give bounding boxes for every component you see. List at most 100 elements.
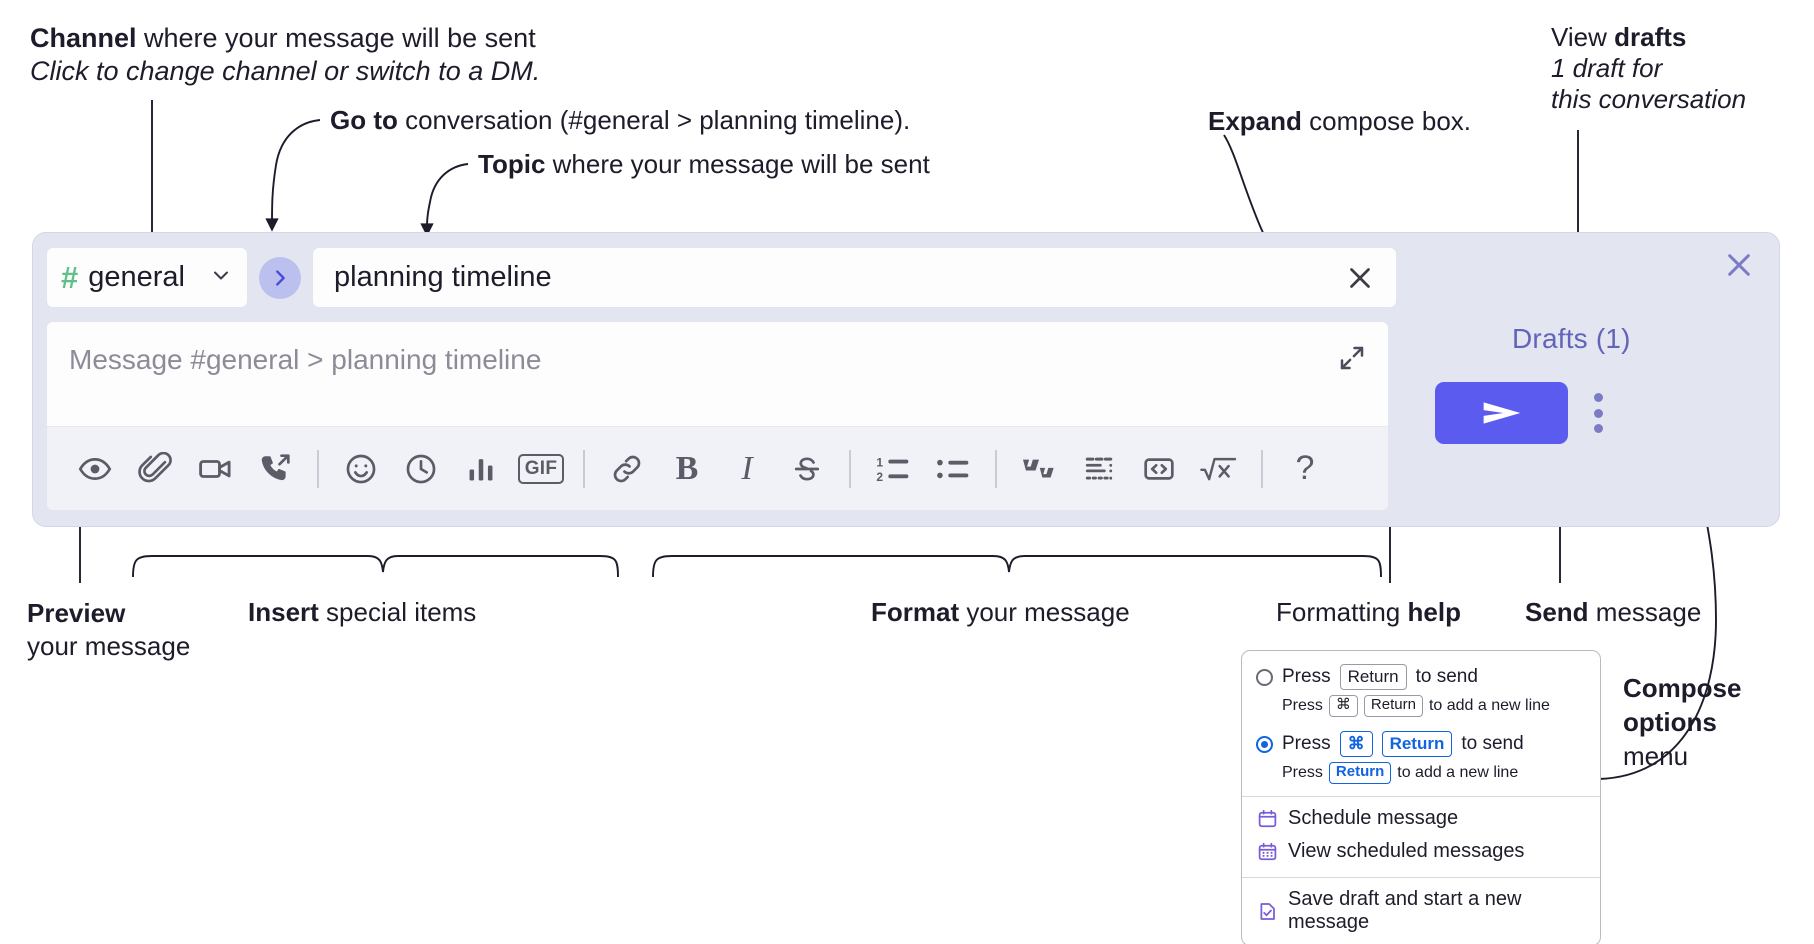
svg-text:1: 1	[876, 455, 883, 469]
inline-code-icon[interactable]	[1129, 440, 1189, 498]
toolbar-separator	[583, 449, 585, 488]
key-return: Return	[1339, 664, 1407, 691]
toolbar-separator	[849, 449, 851, 488]
annotation-channel: Channel where your message will be sent …	[30, 22, 540, 88]
compose-options-button[interactable]	[1583, 389, 1613, 437]
menu-option-return-to-send[interactable]: Press Return to send	[1242, 661, 1600, 693]
go-to-conversation-button[interactable]	[259, 256, 301, 299]
annotation-compose-bold2: options	[1623, 706, 1717, 737]
message-composer: Message #general > planning timeline	[46, 321, 1389, 511]
annotation-preview-rest: your message	[27, 630, 191, 661]
annotation-send: Send message	[1525, 597, 1701, 629]
toolbar-separator	[1261, 449, 1263, 488]
annotation-insert: Insert special items	[248, 597, 476, 629]
annotation-goto-rest: conversation (#general > planning timeli…	[397, 105, 911, 135]
key-command: ⌘	[1339, 731, 1373, 758]
annotation-help-prefix: Formatting	[1276, 597, 1408, 627]
strikethrough-icon[interactable]	[777, 440, 837, 498]
video-clip-icon[interactable]	[185, 440, 245, 498]
toolbar-separator	[995, 449, 997, 488]
compose-panel: # general planning timeline	[32, 232, 1780, 527]
attachment-icon[interactable]	[125, 440, 185, 498]
clock-icon[interactable]	[391, 440, 451, 498]
topic-input[interactable]: planning timeline	[312, 247, 1397, 308]
annotation-drafts-line1: 1 draft for	[1551, 53, 1663, 84]
bold-icon[interactable]: B	[675, 449, 699, 487]
channel-selector[interactable]: # general	[46, 247, 248, 308]
menu-item-label: Save draft and start a new message	[1288, 888, 1522, 933]
annotation-goto: Go to conversation (#general > planning …	[330, 105, 910, 137]
annotation-drafts-line2: this conversation	[1551, 84, 1747, 115]
kebab-dot	[1593, 424, 1603, 433]
save-draft-icon	[1256, 900, 1278, 922]
chevron-down-icon	[209, 263, 233, 292]
menu-option-cmd-return-subtext: Press Return to add a new line	[1242, 760, 1600, 787]
svg-text:2: 2	[876, 470, 883, 484]
annotation-drafts-bold: drafts	[1614, 22, 1687, 52]
send-button[interactable]	[1435, 382, 1568, 444]
annotation-format: Format your message	[871, 597, 1130, 629]
kebab-dot	[1593, 408, 1603, 418]
key-return: Return	[1381, 731, 1453, 758]
bulleted-list-icon[interactable]	[923, 440, 983, 498]
menu-divider	[1242, 877, 1600, 878]
poll-icon[interactable]	[451, 440, 511, 498]
menu-item-save-draft[interactable]: Save draft and start a new message	[1242, 883, 1600, 939]
annotation-compose-options: Compose options menu	[1623, 672, 1798, 773]
calendar-schedule-icon	[1256, 808, 1278, 830]
blockquote-icon[interactable]	[1009, 440, 1069, 498]
menu-divider	[1242, 796, 1600, 797]
italic-icon[interactable]: I	[741, 449, 753, 487]
option2-prefix: Press	[1282, 733, 1331, 755]
message-input[interactable]: Message #general > planning timeline	[47, 322, 1388, 426]
annotation-topic-bold: Topic	[478, 149, 546, 179]
compose-options-menu: Press Return to send Press ⌘ Return to a…	[1241, 650, 1601, 944]
calendar-list-icon	[1256, 841, 1278, 863]
annotation-insert-rest: special items	[318, 597, 477, 627]
annotation-channel-bold: Channel	[30, 23, 137, 53]
radio-unselected-icon[interactable]	[1256, 668, 1273, 686]
menu-option-return-subtext: Press ⌘ Return to add a new line	[1242, 693, 1600, 720]
gif-icon[interactable]: GIF	[511, 440, 571, 498]
menu-item-schedule-message[interactable]: Schedule message	[1242, 802, 1600, 835]
option2-sub-suffix: to add a new line	[1397, 764, 1519, 782]
message-placeholder: Message #general > planning timeline	[69, 344, 542, 375]
key-return: Return	[1328, 762, 1392, 784]
hash-icon: #	[61, 260, 79, 295]
menu-option-cmd-return-to-send[interactable]: Press ⌘ Return to send	[1242, 728, 1600, 760]
annotation-send-rest: message	[1588, 597, 1702, 627]
annotation-channel-italic: Click to change channel or switch to a D…	[30, 55, 541, 86]
annotation-expand-bold: Expand	[1208, 106, 1302, 136]
drafts-link[interactable]: Drafts (1)	[1512, 323, 1631, 354]
annotation-preview: Preview your message	[27, 597, 237, 663]
menu-item-view-scheduled-messages[interactable]: View scheduled messages	[1242, 835, 1600, 868]
annotation-goto-bold: Go to	[330, 105, 398, 135]
annotation-topic: Topic where your message will be sent	[478, 149, 930, 181]
annotation-send-bold: Send	[1525, 597, 1589, 627]
option1-prefix: Press	[1282, 666, 1331, 688]
channel-row: # general planning timeline	[46, 247, 1397, 308]
ordered-list-icon[interactable]: 1 2	[863, 440, 923, 498]
radio-selected-icon[interactable]	[1256, 735, 1273, 753]
annotation-expand-rest: compose box.	[1301, 106, 1472, 136]
latex-icon[interactable]	[1189, 440, 1249, 498]
annotation-formatting-help: Formatting help	[1276, 597, 1461, 629]
option2-suffix: to send	[1461, 733, 1524, 755]
help-icon[interactable]: ?	[1295, 449, 1315, 487]
toolbar-separator	[317, 449, 319, 488]
clear-topic-icon[interactable]	[1340, 258, 1380, 298]
code-block-icon[interactable]	[1069, 440, 1129, 498]
audio-clip-icon[interactable]	[245, 440, 305, 498]
annotation-insert-bold: Insert	[248, 597, 319, 627]
annotation-expand: Expand compose box.	[1208, 106, 1471, 138]
expand-icon[interactable]	[1334, 340, 1370, 376]
close-icon[interactable]	[1721, 247, 1757, 283]
key-command: ⌘	[1328, 695, 1358, 717]
link-icon[interactable]	[597, 440, 657, 498]
preview-icon[interactable]	[65, 440, 125, 498]
annotation-format-bold: Format	[871, 597, 960, 627]
annotation-preview-bold: Preview	[27, 598, 126, 628]
emoji-icon[interactable]	[331, 440, 391, 498]
key-return: Return	[1363, 695, 1423, 717]
